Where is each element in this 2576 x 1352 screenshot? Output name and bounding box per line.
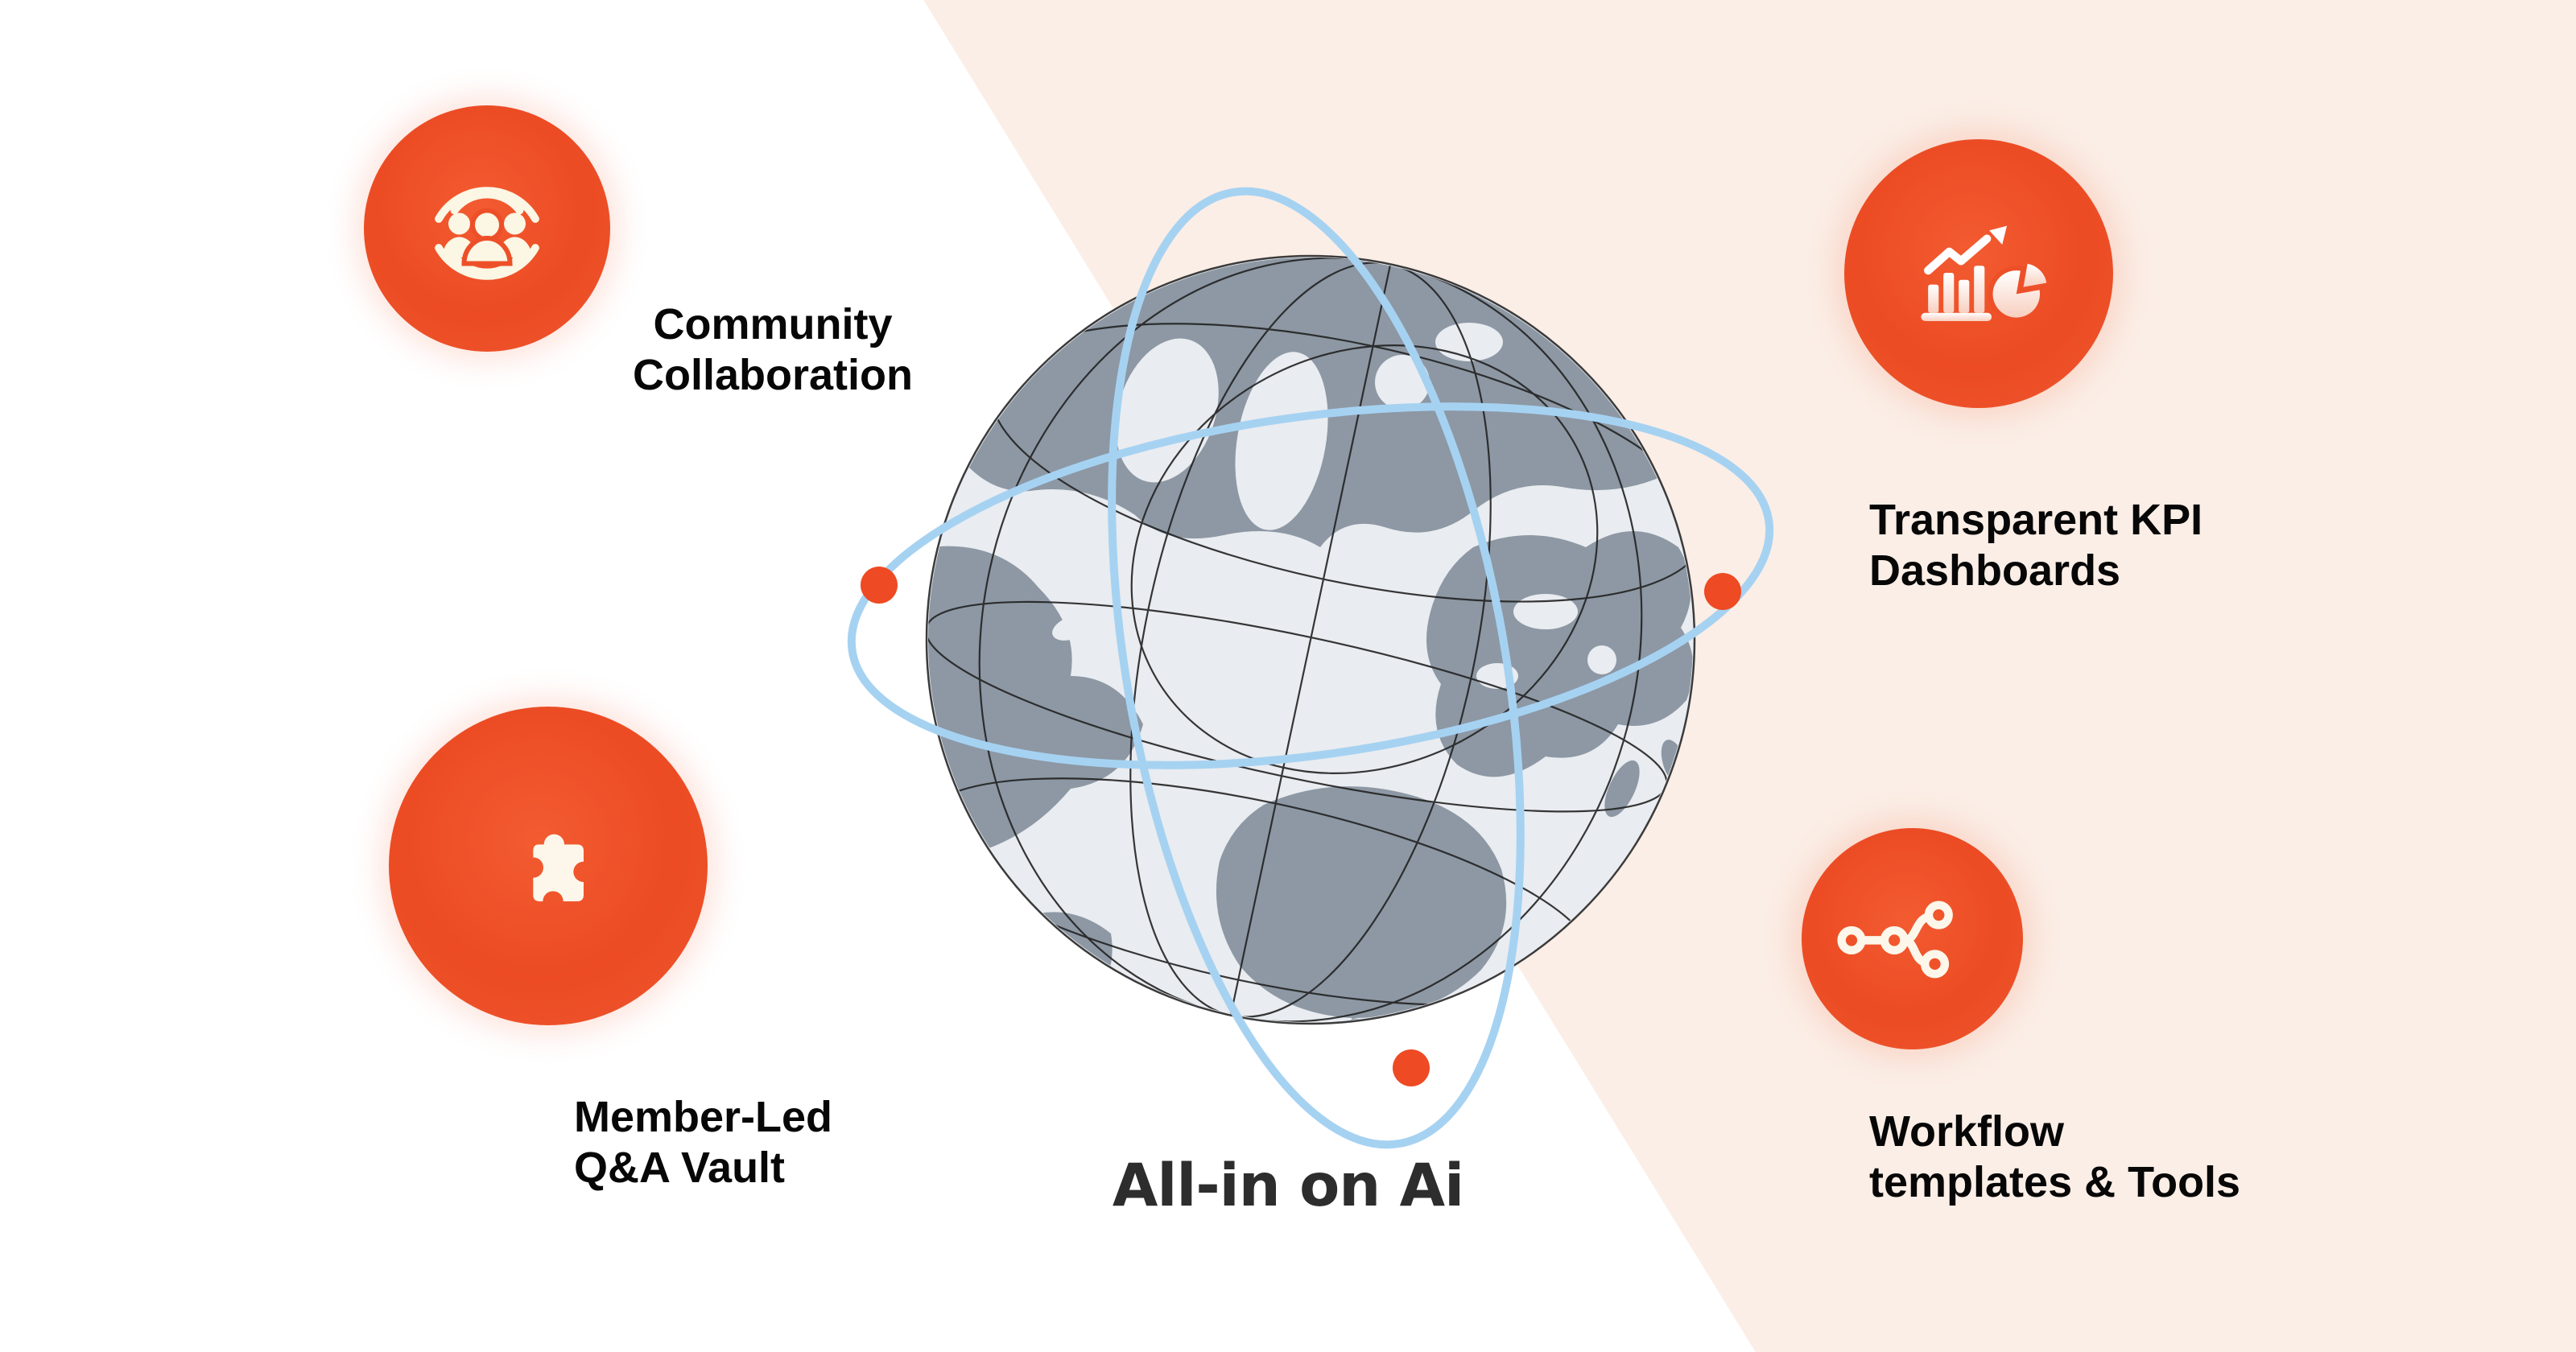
orbit-dots [861, 567, 1741, 1086]
community-collaboration-label: Community Collaboration [633, 300, 913, 400]
globe-illustration [789, 64, 1835, 1151]
globe-svg [847, 187, 1774, 1149]
page-title: All-in on Ai [1112, 1152, 1464, 1220]
workflow-branch-icon [1836, 901, 1953, 979]
orbit-flat [847, 402, 1774, 769]
orbit-dot-right [1704, 573, 1741, 610]
transparent-kpi-dashboards-label: Transparent KPI Dashboards [1869, 496, 2203, 596]
workflow-templates-tools-badge [1802, 828, 2023, 1049]
workflow-templates-tools-label: Workflow templates & Tools [1869, 1107, 2241, 1207]
kpi-chart-icon [1921, 225, 2047, 322]
community-collaboration-badge [364, 105, 610, 352]
orbit-dot-bottom [1393, 1049, 1430, 1086]
people-group-icon [435, 187, 539, 280]
member-led-qa-vault-badge [389, 707, 708, 1025]
transparent-kpi-dashboards-badge [1844, 139, 2113, 408]
orbit-dot-left [861, 567, 898, 604]
orbit-steep [1108, 187, 1525, 1149]
puzzle-piece-icon [533, 834, 584, 901]
orbit-rings [847, 187, 1774, 1149]
member-led-qa-vault-label: Member-Led Q&A Vault [574, 1093, 833, 1193]
